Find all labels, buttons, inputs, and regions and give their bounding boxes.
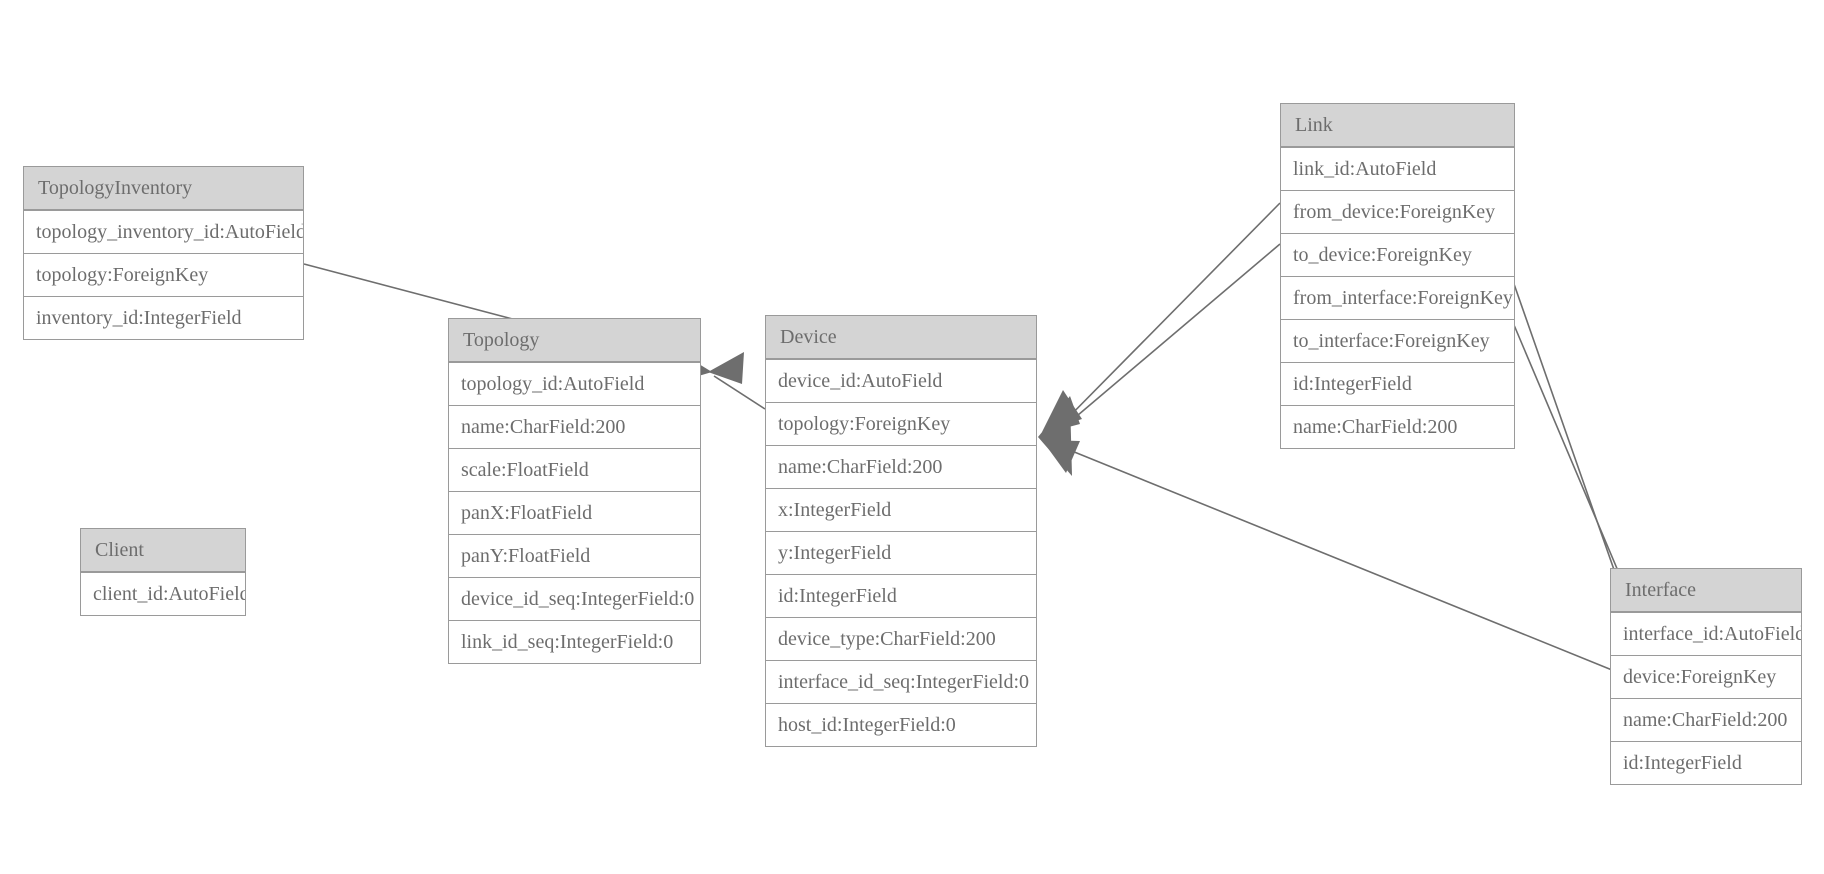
edge-interface-device <box>1042 440 1613 671</box>
entity-field[interactable]: id:IntegerField <box>1281 362 1514 405</box>
edge-device-topology <box>708 352 766 410</box>
edge-link-to-device <box>1042 243 1281 434</box>
entity-field[interactable]: device:ForeignKey <box>1611 655 1801 698</box>
entity-title-link: Link <box>1281 104 1514 147</box>
edge-link-from-device <box>1042 202 1281 432</box>
entity-title-topologyinventory: TopologyInventory <box>24 167 303 210</box>
entity-field[interactable]: device_type:CharField:200 <box>766 617 1036 660</box>
entity-field[interactable]: panX:FloatField <box>449 491 700 534</box>
entity-field[interactable]: x:IntegerField <box>766 488 1036 531</box>
entity-field[interactable]: id:IntegerField <box>1611 741 1801 784</box>
edge-arrowhead-device <box>1038 398 1072 476</box>
entity-field[interactable]: name:CharField:200 <box>1611 698 1801 741</box>
entity-field[interactable]: host_id:IntegerField:0 <box>766 703 1036 746</box>
entity-field[interactable]: link_id_seq:IntegerField:0 <box>449 620 700 663</box>
entity-field[interactable]: interface_id_seq:IntegerField:0 <box>766 660 1036 703</box>
entity-field[interactable]: id:IntegerField <box>766 574 1036 617</box>
entity-field[interactable]: name:CharField:200 <box>766 445 1036 488</box>
entity-field[interactable]: client_id:AutoField <box>81 572 245 615</box>
entity-field[interactable]: to_device:ForeignKey <box>1281 233 1514 276</box>
entity-field[interactable]: device_id_seq:IntegerField:0 <box>449 577 700 620</box>
entity-field[interactable]: name:CharField:200 <box>449 405 700 448</box>
entity-field[interactable]: interface_id:AutoField <box>1611 612 1801 655</box>
entity-field[interactable]: from_device:ForeignKey <box>1281 190 1514 233</box>
entity-title-client: Client <box>81 529 245 572</box>
entity-field[interactable]: device_id:AutoField <box>766 359 1036 402</box>
entity-field[interactable]: topology:ForeignKey <box>24 253 303 296</box>
edge-link-from-interface <box>1513 283 1627 605</box>
entity-field[interactable]: topology_inventory_id:AutoField <box>24 210 303 253</box>
entity-field[interactable]: inventory_id:IntegerField <box>24 296 303 339</box>
entity-field[interactable]: panY:FloatField <box>449 534 700 577</box>
entity-field[interactable]: scale:FloatField <box>449 448 700 491</box>
entity-field[interactable]: name:CharField:200 <box>1281 405 1514 448</box>
entity-field[interactable]: y:IntegerField <box>766 531 1036 574</box>
entity-title-topology: Topology <box>449 319 700 362</box>
edge-link-to-interface <box>1513 324 1633 605</box>
entity-field[interactable]: from_interface:ForeignKey <box>1281 276 1514 319</box>
entity-title-interface: Interface <box>1611 569 1801 612</box>
entity-field[interactable]: link_id:AutoField <box>1281 147 1514 190</box>
entity-field[interactable]: to_interface:ForeignKey <box>1281 319 1514 362</box>
entity-field[interactable]: topology:ForeignKey <box>766 402 1036 445</box>
entity-title-device: Device <box>766 316 1036 359</box>
entity-field[interactable]: topology_id:AutoField <box>449 362 700 405</box>
